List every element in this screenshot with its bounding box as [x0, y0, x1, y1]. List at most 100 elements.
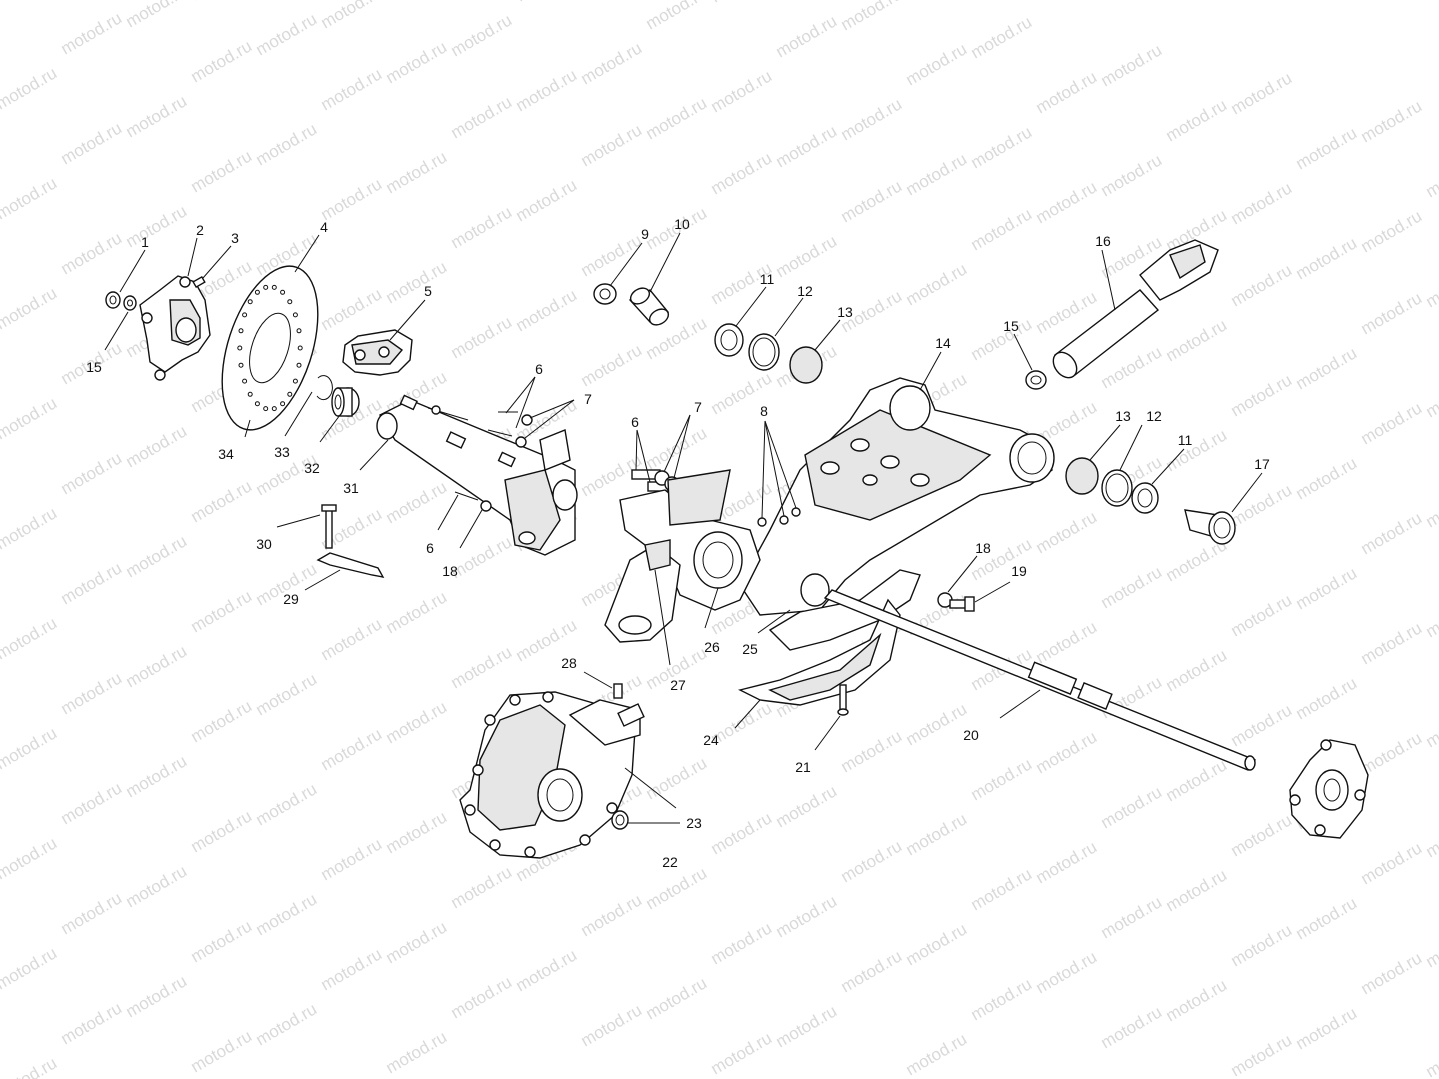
- callout-1: 1: [141, 234, 149, 250]
- mount-plate-part-26: [619, 469, 761, 611]
- brake-caliper-part-5: [342, 329, 413, 376]
- disc-hole: [247, 391, 253, 397]
- callout-19: 19: [1011, 563, 1027, 579]
- disc-hole: [280, 401, 286, 407]
- drive-shaft-part-20: [823, 589, 1257, 771]
- final-drive-part-23: [459, 691, 645, 859]
- skid-plate-part-24: [737, 598, 901, 706]
- callout-8: 8: [760, 403, 768, 419]
- disc-hole: [238, 362, 244, 368]
- callout-21: 21: [795, 759, 811, 775]
- wheel-hub-part-2: [139, 275, 211, 381]
- swing-arm-part-14: [739, 377, 1055, 616]
- ring-part-12-left: [748, 333, 780, 371]
- guard-part-25: [768, 569, 921, 651]
- washer-part-15-left: [123, 295, 137, 311]
- callout-22: 22: [662, 854, 678, 870]
- disc-hole: [271, 284, 277, 290]
- callout-10: 10: [674, 216, 690, 232]
- callout-13-right: 13: [1115, 408, 1131, 424]
- seal-part-11-left: [714, 323, 744, 357]
- callout-25: 25: [742, 641, 758, 657]
- callout-6-mid: 6: [631, 414, 639, 430]
- bushing-part-13-right: [1065, 457, 1099, 495]
- housing-bolt: [579, 834, 591, 846]
- callout-30: 30: [256, 536, 272, 552]
- brake-disc-part-4: [221, 265, 319, 431]
- disc-hole: [280, 289, 286, 295]
- disc-hole: [287, 299, 293, 305]
- disc-hole: [254, 401, 260, 407]
- disc-hole: [296, 362, 302, 368]
- callout-2: 2: [196, 222, 204, 238]
- axle-housing-part-31: [376, 394, 578, 556]
- callout-11-left: 11: [760, 271, 775, 287]
- callout-labels: 1 2 3 4 5 6 6 6 7 7 8 9 10 11 11 12 12 1…: [86, 216, 1270, 870]
- disc-hole: [254, 289, 260, 295]
- bolt-part-6-lower: [454, 491, 479, 501]
- bushing-part-13-left: [789, 346, 823, 384]
- disc-hole: [237, 345, 243, 351]
- callout-28: 28: [561, 655, 577, 671]
- bolt-part-19: [949, 596, 975, 612]
- housing-bolt: [472, 764, 484, 776]
- bracket-part-29: [316, 552, 385, 578]
- snap-ring-part-33: [316, 375, 333, 401]
- callout-14: 14: [935, 335, 951, 351]
- seal-part-11-right: [1131, 482, 1159, 514]
- washer-part-1: [105, 291, 121, 309]
- bolt-part-21: [837, 684, 849, 716]
- stud-part-3: [192, 275, 206, 289]
- disc-hole: [271, 406, 277, 412]
- callout-6-upper: 6: [535, 361, 543, 377]
- housing-bolt: [509, 694, 521, 706]
- disc-hole: [296, 328, 302, 334]
- callout-31: 31: [343, 480, 359, 496]
- callout-33: 33: [274, 444, 290, 460]
- caliper-bolts-part-6-upper: [427, 405, 518, 437]
- washer-part-15-right: [1025, 370, 1047, 390]
- callout-12-right: 12: [1146, 408, 1162, 424]
- disc-hole: [292, 312, 298, 318]
- ring-part-12-right: [1101, 469, 1133, 507]
- callout-9: 9: [641, 226, 649, 242]
- drive-shaft-part-16: [1052, 239, 1219, 379]
- housing-bolt: [542, 691, 554, 703]
- callout-4: 4: [320, 219, 328, 235]
- callout-12-left: 12: [797, 283, 813, 299]
- snap-ring-part-22: [611, 810, 629, 830]
- bracket-part-27: [604, 539, 681, 643]
- sleeve-part-10: [628, 287, 670, 326]
- disc-hole: [263, 406, 269, 412]
- bolt-part-30: [321, 504, 337, 549]
- callout-5: 5: [424, 283, 432, 299]
- disc-hole: [247, 299, 253, 305]
- callout-17: 17: [1254, 456, 1270, 472]
- callout-26: 26: [704, 639, 720, 655]
- callout-29: 29: [283, 591, 299, 607]
- housing-bolt: [524, 846, 536, 858]
- nut-part-9: [593, 283, 617, 305]
- callout-24: 24: [703, 732, 719, 748]
- housing-bolt: [489, 839, 501, 851]
- callout-7-mid: 7: [694, 399, 702, 415]
- housing-bolt: [464, 804, 476, 816]
- callout-23: 23: [686, 815, 702, 831]
- callout-7-upper: 7: [584, 391, 592, 407]
- callout-15-left: 15: [86, 359, 102, 375]
- disc-hole: [297, 345, 303, 351]
- fasteners-part-8: [757, 507, 801, 527]
- callout-6-lower: 6: [426, 540, 434, 556]
- callout-20: 20: [963, 727, 979, 743]
- disc-hole: [242, 378, 248, 384]
- disc-hole: [242, 312, 248, 318]
- housing-bolt: [484, 714, 496, 726]
- callout-13-left: 13: [837, 304, 853, 320]
- callout-27: 27: [670, 677, 686, 693]
- disc-hole: [263, 284, 269, 290]
- callout-3: 3: [231, 230, 239, 246]
- callout-11-right: 11: [1178, 432, 1193, 448]
- disc-hole: [292, 378, 298, 384]
- pin-part-28: [613, 683, 623, 699]
